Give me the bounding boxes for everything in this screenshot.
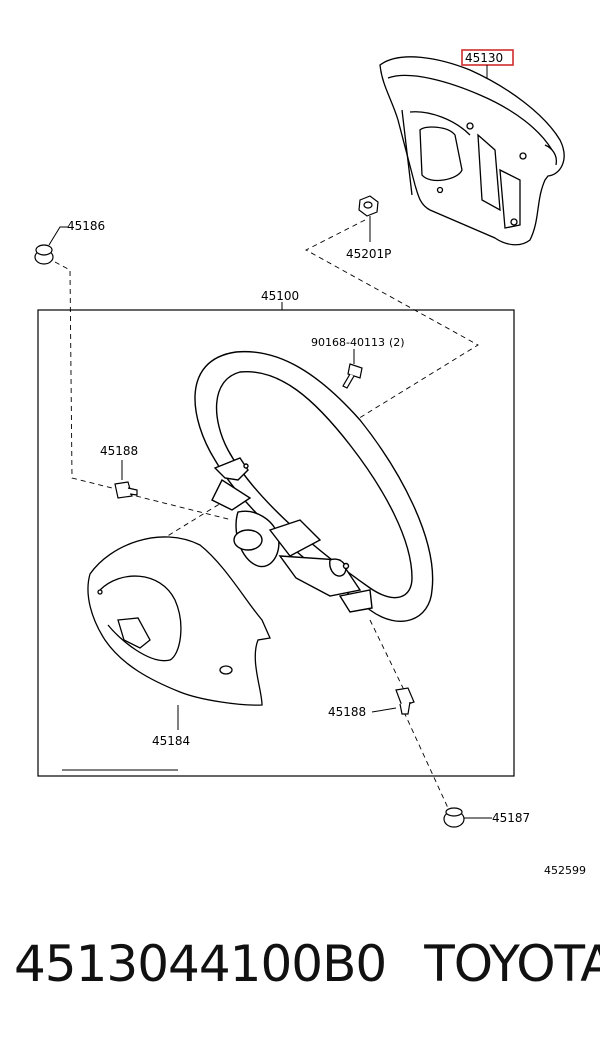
- bolt-drawing: [342, 363, 363, 389]
- nut-drawing: [358, 195, 379, 217]
- illustration-id: 452599: [544, 864, 586, 877]
- part-caption: 4513044100B0 TOYOTA: [14, 935, 600, 993]
- nut-label: 45201P: [346, 247, 391, 261]
- airbag-assembly-drawing: [379, 56, 565, 246]
- lower-screw-leader: [371, 707, 397, 713]
- lower-cap-drawing: [443, 807, 465, 828]
- upper-cap-drawing: [34, 244, 54, 265]
- reference-lines: [54, 219, 479, 809]
- lower-cover-drawing: [87, 536, 271, 706]
- upper-cap-label: 45186: [67, 219, 105, 233]
- airbag-label: 45130: [465, 51, 503, 65]
- caption-part-number: 4513044100B0: [14, 935, 387, 993]
- caption-brand: TOYOTA: [424, 935, 600, 993]
- lower-screw-drawing: [395, 687, 415, 715]
- lower-cover-label: 45184: [152, 734, 190, 748]
- lower-screw-label: 45188: [328, 705, 366, 719]
- left-screw-label: 45188: [100, 444, 138, 458]
- left-screw-drawing: [114, 481, 138, 499]
- upper-cap-leader: [48, 226, 68, 246]
- bolt-label: 90168-40113(2): [311, 336, 405, 349]
- wheel-assy-label: 45100: [261, 289, 299, 303]
- assembly-frame: [37, 309, 515, 777]
- steering-wheel-drawing: [194, 350, 434, 622]
- lower-cap-label: 45187: [492, 811, 530, 825]
